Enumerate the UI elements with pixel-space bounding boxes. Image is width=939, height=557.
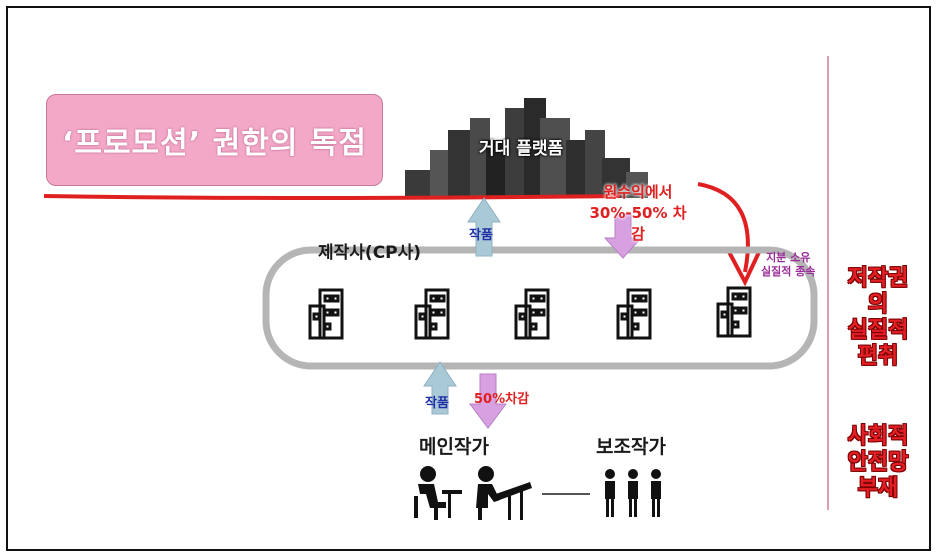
safety-line3: 부재 [857, 476, 899, 501]
safety-line2: 안전망 [847, 450, 909, 475]
copyright-appropriation-label: 저작권의 실질적 편취 [838, 266, 918, 370]
monopoly-red-line [43, 194, 621, 200]
skyline-icon [405, 98, 648, 198]
equity-line1: 지분 소유 [766, 251, 811, 264]
promotion-monopoly-box: ‘프로모션’ 권한의 독점 [46, 94, 383, 186]
building-icon [514, 288, 550, 340]
equity-line2: 실질적 종속 [761, 265, 816, 278]
safety-line1: 사회적 [847, 424, 909, 449]
control-arrow-head [726, 249, 762, 287]
writer-sitting-icon [414, 466, 462, 520]
works-label-bottom: 작품 [425, 396, 449, 411]
author-cut-down-arrow [469, 373, 507, 429]
producer-loop [262, 246, 818, 370]
platform-label: 거대 플랫폼 [479, 139, 564, 159]
revenue-down-arrow [603, 213, 643, 259]
revenue-cut-line2: 30%-50% 차감 [589, 204, 687, 243]
building-icon [716, 286, 752, 338]
works-up-arrow-bottom [423, 361, 457, 415]
copyright-line1: 저작권의 [847, 266, 909, 317]
copyright-line2: 실질적 [847, 318, 909, 343]
author-cut-label: 50%차감 [474, 392, 530, 407]
revenue-cut-line1: 원수익에서 [603, 183, 673, 201]
works-label-top: 작품 [469, 228, 493, 243]
building-icon [414, 288, 450, 340]
building-icon [308, 288, 344, 340]
main-writer-label: 메인작가 [419, 436, 489, 458]
works-up-arrow-top [467, 197, 501, 257]
promotion-label: ‘프로모션’ 권한의 독점 [61, 126, 368, 161]
producer-label: 제작사(CP사) [318, 243, 422, 263]
writer-drafting-icon [476, 466, 532, 520]
copyright-line3: 편취 [857, 344, 899, 369]
control-arrow-curve [697, 182, 750, 273]
equity-label: 지분 소유 실질적 종속 [761, 251, 815, 279]
building-icon [616, 288, 652, 340]
outer-frame [6, 6, 931, 551]
assistant-writer-label: 보조작가 [596, 436, 666, 458]
assistant-people-icon [605, 469, 661, 517]
revenue-cut-label: 원수익에서 30%-50% 차감 [583, 181, 693, 244]
safety-net-absence-label: 사회적 안전망 부재 [838, 424, 918, 502]
